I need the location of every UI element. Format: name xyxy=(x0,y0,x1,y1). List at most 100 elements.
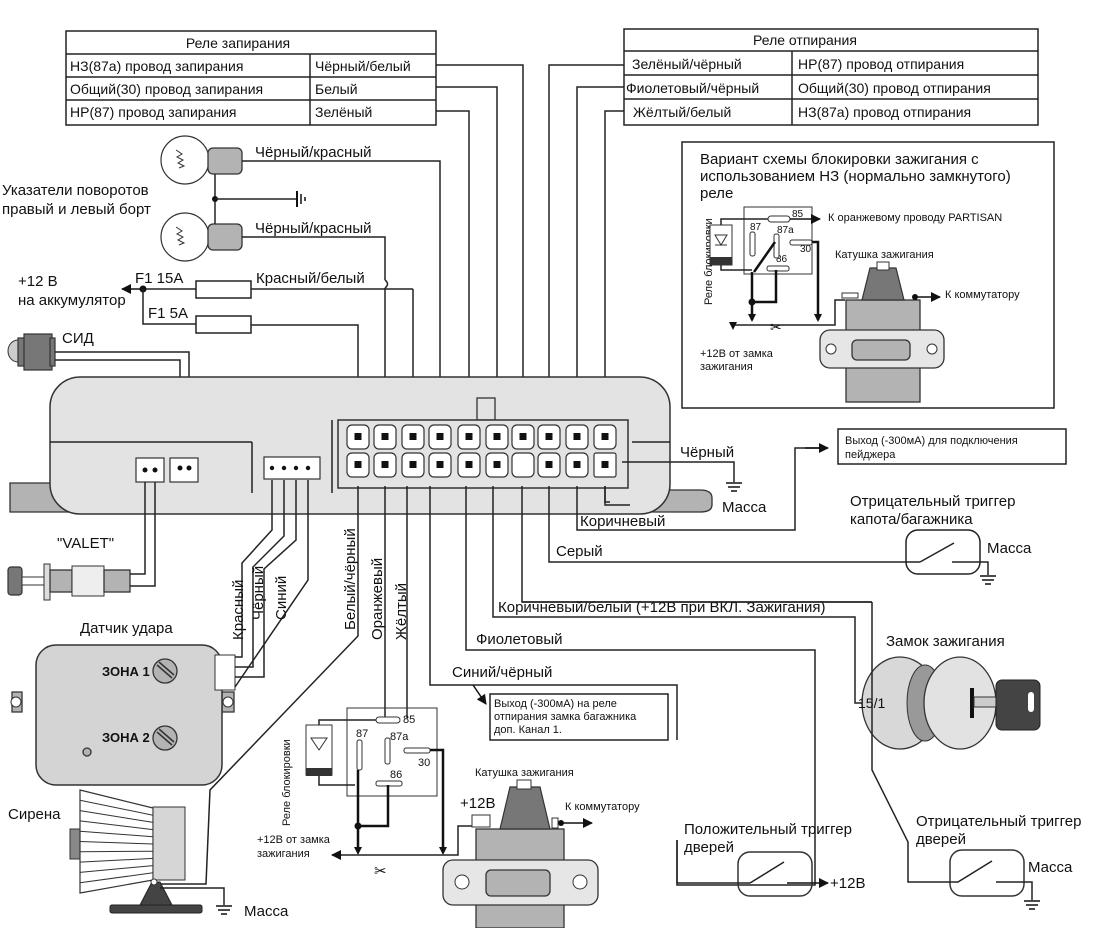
ground-icon xyxy=(296,191,306,207)
unlock-relay-row-function: НЗ(87а) провод отпирания xyxy=(798,104,971,120)
trunk-output-text: отпирания замка багажника xyxy=(494,711,637,723)
nc-bottom-pin-85: 85 xyxy=(403,714,415,726)
connector-pin xyxy=(457,424,481,450)
lamp-bulb-icon xyxy=(160,212,210,262)
nc-bottom-pin-87: 87 xyxy=(356,728,368,740)
wire-label-brown-white: Коричневый/белый (+12В при ВКЛ. Зажигани… xyxy=(498,599,826,616)
ignition-switch-label: Замок зажигания xyxy=(886,633,1005,650)
connector-pin xyxy=(485,424,509,450)
connector-pin xyxy=(511,452,535,478)
ground-label: Масса xyxy=(722,499,767,516)
fuse-15a-label: F1 15A xyxy=(135,270,183,287)
nc-variant-panel: Вариант схемы блокировки зажигания с исп… xyxy=(681,141,1055,409)
connector-pin xyxy=(537,452,561,478)
scissors-icon: ✂ xyxy=(374,863,387,880)
siren-ground-label: Масса xyxy=(244,903,289,920)
wire-label-yellow: Жёлтый xyxy=(393,583,410,640)
led: СИД xyxy=(7,330,190,455)
turn-signal-label: правый и левый борт xyxy=(2,201,151,218)
wire-label-gray: Серый xyxy=(556,543,603,560)
connector-pin xyxy=(537,424,561,450)
lock-relay-row-function: НР(87) провод запирания xyxy=(70,104,237,120)
lock-relay-row-color: Зелёный xyxy=(315,104,372,120)
nc-to-commutator: К коммутатору xyxy=(945,289,1020,301)
pager-output: Выход (-300мА) для подключения пейджера xyxy=(837,428,1067,465)
neg-door-trigger-ground: Масса xyxy=(1028,859,1073,876)
shock-wire-label: Синий xyxy=(273,576,290,620)
lock-relay-row-function: НЗ(87а) провод запирания xyxy=(70,58,243,74)
lock-relay-row-function: Общий(30) провод запирания xyxy=(70,81,263,97)
siren-fin xyxy=(79,799,154,816)
connector-pin xyxy=(565,424,589,450)
pager-output-text: пейджера xyxy=(845,449,896,461)
nc-variant-title: реле xyxy=(700,185,733,202)
pos-door-trigger-label: дверей xyxy=(684,839,734,856)
connector-pin xyxy=(457,452,481,478)
nc-ignition: зажигания xyxy=(700,361,753,373)
shock-wire-label: Чёрный xyxy=(250,566,267,620)
turn-signal-label: Указатели поворотов xyxy=(2,182,149,199)
nc-bottom-plus12: +12В xyxy=(460,795,495,812)
nc-pin-87a: 87a xyxy=(777,225,794,236)
connector-pin xyxy=(511,424,535,450)
connector-pin xyxy=(428,424,452,450)
bottom-wires: Белый/чёрный Оранжевый Жёлтый Синий/чёрн… xyxy=(160,443,920,886)
connector-pin xyxy=(401,452,425,478)
ground-icon xyxy=(216,905,232,915)
connector-pin xyxy=(346,424,370,450)
nc-variant-title: использованием НЗ (нормально замкнутого) xyxy=(700,168,1011,185)
unlock-relay-row-function: Общий(30) провод отпирания xyxy=(798,80,991,96)
wire-label-black: Чёрный xyxy=(680,444,734,461)
ground-icon xyxy=(980,575,996,585)
fuse-5a-label: F1 5A xyxy=(148,305,188,322)
fuse-5a xyxy=(195,315,252,334)
siren-label: Сирена xyxy=(8,806,61,823)
unlock-relay-row-function: НР(87) провод отпирания xyxy=(798,56,964,72)
power-fuses: F1 15A F1 5A Красный/белый +12 В на акку… xyxy=(18,270,414,430)
relay-wires xyxy=(436,64,624,430)
positive-door-trigger: Положительный триггер дверей +12В xyxy=(676,821,865,897)
led-connector xyxy=(169,457,199,483)
valet-label: "VALET" xyxy=(57,535,114,552)
lock-relay-table: Реле запирания НЗ(87а) провод запирания … xyxy=(65,30,437,126)
connector-pin xyxy=(373,452,397,478)
neg-door-trigger-label: Отрицательный триггер xyxy=(916,813,1081,830)
zone1-label: ЗОНА 1 xyxy=(102,664,150,679)
wire-label-white-black: Белый/чёрный xyxy=(342,528,359,630)
connector-pin xyxy=(565,452,589,478)
neg-door-trigger-label: дверей xyxy=(916,831,966,848)
turn-signal-lamps: Чёрный/красный Чёрный/красный Указатели … xyxy=(2,135,441,430)
hood-trigger-label: Отрицательный триггер xyxy=(850,493,1015,510)
nc-bottom-pin-86: 86 xyxy=(390,769,402,781)
zone2-label: ЗОНА 2 xyxy=(102,730,150,745)
nc-bottom-coil-label: Катушка зажигания xyxy=(475,767,574,779)
nc-to-orange: К оранжевому проводу PARTISAN xyxy=(828,212,1002,224)
siren: Сирена Масса xyxy=(8,789,289,920)
key-icon xyxy=(995,679,1041,731)
nc-ignition: +12В от замка xyxy=(700,348,774,360)
pos-door-trigger-label: Положительный триггер xyxy=(684,821,852,838)
negative-door-trigger: Отрицательный триггер дверей Масса xyxy=(522,486,1081,910)
nc-pin-30: 30 xyxy=(800,244,812,255)
valet-button: "VALET" xyxy=(7,482,156,601)
lock-relay-row-color: Чёрный/белый xyxy=(315,58,411,74)
shock-sensor-connector xyxy=(263,456,321,480)
nc-bottom-circuit: Реле блокировки 85 87 87a 30 86 ✂ +12В о… xyxy=(257,707,640,928)
siren-fin xyxy=(79,865,154,873)
led-label: СИД xyxy=(62,330,94,347)
alarm-main-unit xyxy=(9,376,713,515)
fuse-15a xyxy=(195,280,252,299)
siren-fin xyxy=(79,850,154,853)
hood-trigger-ground: Масса xyxy=(987,540,1032,557)
siren-fin xyxy=(79,841,154,845)
battery-label: на аккумулятор xyxy=(18,292,126,309)
lock-relay-title: Реле запирания xyxy=(186,35,290,51)
turn-signal-wire-label: Чёрный/красный xyxy=(255,220,371,237)
nc-bottom-pin-87a: 87a xyxy=(390,731,409,743)
shock-wire-label: Красный xyxy=(230,580,247,640)
siren-fin xyxy=(79,830,154,838)
wire-label-brown: Коричневый xyxy=(580,513,665,530)
unlock-relay-title: Реле отпирания xyxy=(753,32,857,48)
battery-label: +12 В xyxy=(18,273,58,290)
wire-label-blue-black: Синий/чёрный xyxy=(452,664,552,681)
